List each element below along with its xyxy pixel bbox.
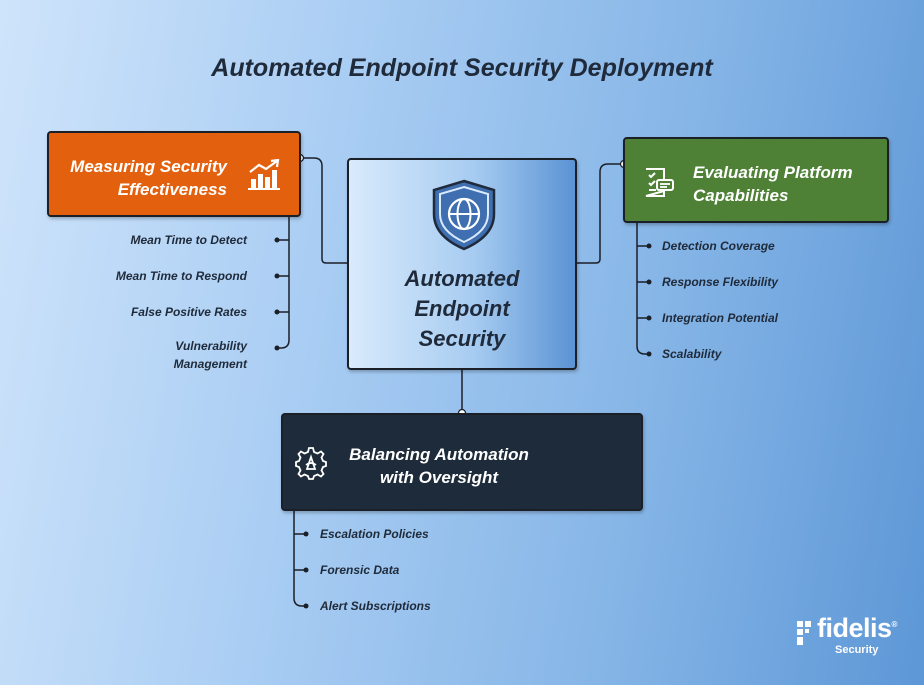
- bar-chart-icon: [248, 159, 280, 190]
- measuring-effectiveness-label: Measuring Security Effectiveness: [70, 157, 227, 199]
- evaluating-item-3: Integration Potential: [662, 311, 779, 325]
- balancing-automation-label: Balancing Automation with Oversight: [349, 445, 529, 487]
- evaluating-capabilities-label: Evaluating Platform Capabilities: [693, 163, 853, 205]
- measuring-effectiveness-node: Measuring Security Effectiveness: [47, 131, 301, 217]
- logo-wordmark: fidelis®: [817, 613, 897, 643]
- measuring-item-3: False Positive Rates: [130, 305, 247, 319]
- evaluating-item-1: Detection Coverage: [662, 239, 775, 253]
- balancing-item-2: Forensic Data: [320, 563, 400, 577]
- gear-icon: [295, 447, 327, 480]
- measuring-item-1: Mean Time to Detect: [130, 233, 247, 247]
- evaluating-capabilities-node: Evaluating Platform Capabilities: [623, 137, 889, 223]
- evaluating-item-2: Response Flexibility: [662, 275, 779, 289]
- center-node: Automated Endpoint Security: [347, 158, 577, 370]
- balancing-automation-node: Balancing Automation with Oversight: [281, 413, 643, 511]
- checklist-icon: [645, 168, 674, 197]
- measuring-item-2: Mean Time to Respond: [115, 269, 247, 283]
- balancing-item-1: Escalation Policies: [320, 527, 429, 541]
- logo-mark-icon: [797, 621, 811, 645]
- page-title: Automated Endpoint Security Deployment: [211, 54, 713, 82]
- evaluating-item-4: Scalability: [662, 347, 722, 361]
- balancing-item-3: Alert Subscriptions: [320, 599, 431, 613]
- logo-subtitle: Security: [835, 644, 879, 656]
- center-label: Automated Endpoint Security: [404, 266, 520, 351]
- shield-globe-icon: [432, 179, 496, 251]
- measuring-item-4: Vulnerability Management: [173, 339, 247, 371]
- fidelis-logo: fidelis® Security: [795, 613, 897, 659]
